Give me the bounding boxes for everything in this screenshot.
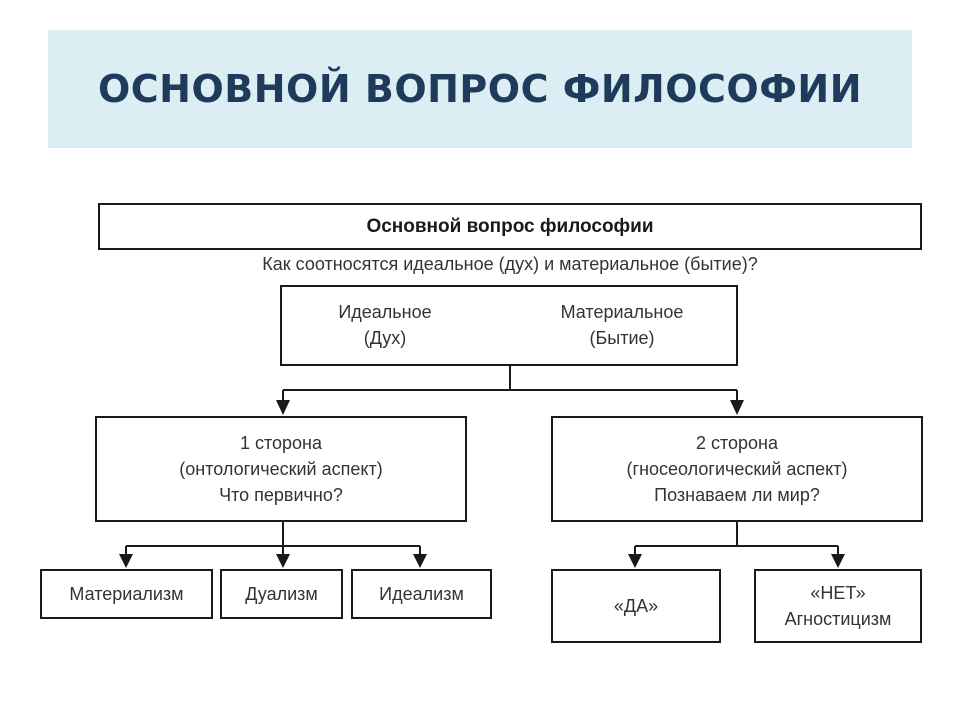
center-box: Идеальное (Дух) Материальное (Бытие) [280,285,738,366]
side1-title: 1 сторона [239,433,323,453]
dualism-box: Дуализм [220,569,343,619]
yes-box: «ДА» [551,569,721,643]
side1-aspect: (онтологический аспект) [179,459,383,479]
side2-question: Познаваем ли мир? [654,485,820,505]
dualism-label: Дуализм [245,584,318,604]
idealism-box: Идеализм [351,569,492,619]
header-box: Основной вопрос философии [98,203,922,250]
title-banner: ОСНОВНОЙ ВОПРОС ФИЛОСОФИИ [48,30,912,148]
side2-box: 2 сторона (гносеологический аспект) Позн… [551,416,923,522]
arrow-to-dualism [276,554,290,568]
header-text: Основной вопрос философии [366,215,654,237]
spirit-label: (Дух) [363,328,407,348]
material-column: Материальное (Бытие) [532,299,712,351]
side2-title: 2 сторона [695,433,779,453]
material-label: Материальное [560,302,684,322]
ideal-label: Идеальное [338,302,432,322]
idealism-label: Идеализм [379,584,464,604]
being-label: (Бытие) [589,328,655,348]
arrow-to-yes [628,554,642,568]
no-label: «НЕТ» [810,583,866,603]
yes-label: «ДА» [613,596,659,616]
no-box: «НЕТ» Агностицизм [754,569,922,643]
arrow-to-side1 [276,400,290,415]
materialism-label: Материализм [69,584,184,604]
side1-box: 1 сторона (онтологический аспект) Что пе… [95,416,467,522]
side2-aspect: (гносеологический аспект) [626,459,848,479]
side1-question: Что первично? [219,485,343,505]
ideal-column: Идеальное (Дух) [310,299,460,351]
main-question: Как соотносятся идеальное (дух) и матери… [262,254,758,274]
arrow-to-idealism [413,554,427,568]
arrow-to-no [831,554,845,568]
materialism-box: Материализм [40,569,213,619]
slide-title: ОСНОВНОЙ ВОПРОС ФИЛОСОФИИ [97,67,863,111]
agnosticism-label: Агностицизм [784,609,892,629]
arrow-to-side2 [730,400,744,415]
arrow-to-materialism [119,554,133,568]
